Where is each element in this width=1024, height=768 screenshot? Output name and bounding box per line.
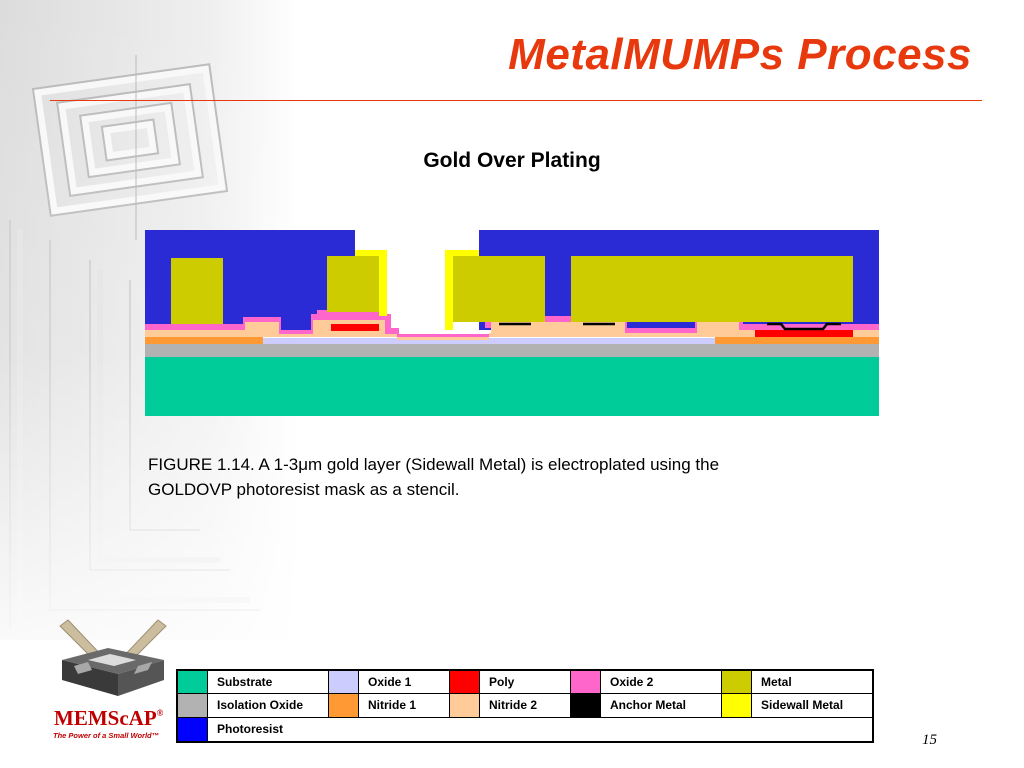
title-divider	[50, 100, 982, 101]
legend-label-isolation-oxide: Isolation Oxide	[208, 694, 329, 718]
nitride2-layer	[145, 320, 879, 340]
isolation-oxide-layer	[145, 344, 879, 357]
sidewall-metal-left	[355, 250, 387, 316]
caption-line-2: GOLDOVP photoresist mask as a stencil.	[148, 480, 460, 499]
legend-swatch-nitride1	[329, 694, 359, 718]
metal-block-3	[453, 256, 545, 322]
poly-segment-1	[331, 324, 379, 331]
legend-swatch-nitride2	[450, 694, 480, 718]
substrate-layer	[145, 357, 879, 416]
legend-label-anchor-metal: Anchor Metal	[601, 694, 722, 718]
legend-label-oxide2: Oxide 2	[601, 671, 722, 695]
legend-label-sidewall-metal: Sidewall Metal	[752, 694, 872, 718]
layer-legend: Substrate Oxide 1 Poly Oxide 2 Metal Iso…	[176, 669, 874, 743]
legend-empty-cell	[329, 718, 872, 741]
logo-wordmark-text: MEMScAP	[54, 706, 157, 730]
legend-swatch-metal	[722, 671, 752, 695]
metal-block-4	[571, 256, 853, 322]
legend-label-substrate: Substrate	[208, 671, 329, 695]
caption-line-1: FIGURE 1.14. A 1-3μm gold layer (Sidewal…	[148, 455, 720, 474]
metal-block-1	[171, 258, 223, 324]
legend-swatch-photoresist	[178, 717, 208, 741]
legend-label-nitride2: Nitride 2	[480, 694, 571, 718]
anchor-metal-2	[767, 322, 841, 331]
registered-mark: ®	[156, 708, 164, 718]
oxide1-layer	[263, 338, 715, 344]
figure-heading: Gold Over Plating	[0, 149, 1024, 173]
memscap-logo-icon	[59, 619, 167, 696]
figure-heading-text: Gold Over Plating	[423, 149, 601, 172]
logo-wordmark: MEMScAP®	[54, 706, 163, 731]
process-cross-section	[145, 230, 879, 416]
slide-title: MetalMUMPs Process	[508, 30, 972, 79]
legend-swatch-isolation-oxide	[178, 694, 208, 718]
nitride1-right	[715, 337, 879, 344]
legend-label-nitride1: Nitride 1	[359, 694, 450, 718]
sidewall-metal-right	[445, 250, 479, 330]
legend-label-poly: Poly	[480, 671, 571, 695]
legend-swatch-substrate	[178, 671, 208, 695]
legend-label-oxide1: Oxide 1	[359, 671, 450, 695]
poly-segment-2	[755, 330, 853, 337]
legend-label-metal: Metal	[752, 671, 872, 695]
legend-swatch-anchor-metal	[571, 694, 601, 718]
metal-block-2	[327, 256, 381, 312]
nitride1-left	[145, 337, 263, 344]
page-number: 15	[922, 732, 937, 748]
legend-swatch-oxide1	[329, 671, 359, 695]
legend-swatch-poly	[450, 671, 480, 695]
logo-tagline: The Power of a Small World™	[53, 731, 160, 740]
legend-swatch-sidewall-metal	[722, 694, 752, 718]
figure-caption: FIGURE 1.14. A 1-3μm gold layer (Sidewal…	[148, 452, 848, 502]
legend-label-photoresist: Photoresist	[217, 722, 284, 737]
legend-swatch-oxide2	[571, 671, 601, 695]
